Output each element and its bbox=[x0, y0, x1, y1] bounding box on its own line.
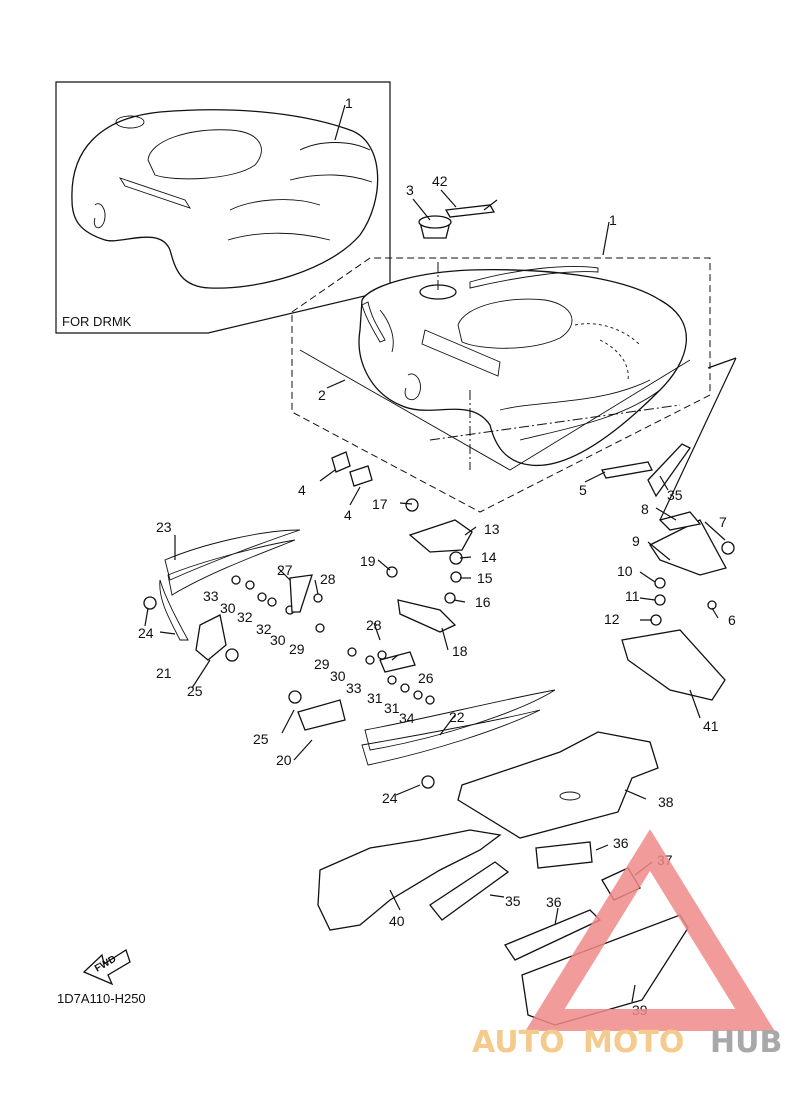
callout-label: 33 bbox=[203, 588, 219, 604]
callout-label: 26 bbox=[418, 670, 434, 686]
fuel-tank bbox=[291, 257, 711, 513]
inset-panel: FOR DRMK bbox=[55, 81, 391, 334]
callout-label: 3 bbox=[406, 182, 414, 198]
callout-label: 7 bbox=[719, 514, 727, 530]
callout-label: 31 bbox=[367, 690, 383, 706]
watermark-hub: HUB bbox=[710, 1025, 782, 1060]
callout-label: 25 bbox=[253, 731, 269, 747]
watermark-moto: MOTO bbox=[583, 1025, 684, 1060]
callout-label: 34 bbox=[399, 710, 415, 726]
callout-label: 24 bbox=[382, 790, 398, 806]
brackets bbox=[379, 511, 727, 701]
callout-label: 31 bbox=[384, 700, 400, 716]
callout-label: 4 bbox=[344, 507, 352, 523]
callout-label: 41 bbox=[703, 718, 719, 734]
decals bbox=[331, 443, 691, 498]
callout-label: 29 bbox=[289, 641, 305, 657]
callout-label: 15 bbox=[477, 570, 493, 586]
callout-label: 35 bbox=[505, 893, 521, 909]
callout-label: 28 bbox=[366, 617, 382, 633]
callout-label: 25 bbox=[187, 683, 203, 699]
callout-label: 36 bbox=[613, 835, 629, 851]
pads bbox=[317, 731, 689, 1026]
fasteners bbox=[143, 498, 735, 789]
callout-label: 42 bbox=[432, 173, 448, 189]
callout-label: 27 bbox=[277, 562, 293, 578]
callout-label: 35 bbox=[667, 487, 683, 503]
watermark-logo: AUTO MOTO HUB bbox=[472, 829, 782, 1060]
callout-label: 16 bbox=[475, 594, 491, 610]
callout-label: 30 bbox=[330, 668, 346, 684]
callout-label: 40 bbox=[389, 913, 405, 929]
callout-label: 19 bbox=[360, 553, 376, 569]
callout-label: 10 bbox=[617, 563, 633, 579]
callout-label: 36 bbox=[546, 894, 562, 910]
callout-label: 4 bbox=[298, 482, 306, 498]
callout-label: 2 bbox=[318, 387, 326, 403]
callout-label: 38 bbox=[658, 794, 674, 810]
callout-label: 12 bbox=[604, 611, 620, 627]
callout-label: 1 bbox=[345, 95, 353, 111]
callout-label: 20 bbox=[276, 752, 292, 768]
callout-label: 28 bbox=[320, 571, 336, 587]
callout-label: 24 bbox=[138, 625, 154, 641]
callout-label: 18 bbox=[452, 643, 468, 659]
callout-label: 13 bbox=[484, 521, 500, 537]
callout-label: 8 bbox=[641, 501, 649, 517]
fuel-cap-group bbox=[418, 204, 496, 239]
callout-label: 17 bbox=[372, 496, 388, 512]
callout-label: 29 bbox=[314, 656, 330, 672]
callout-label: 32 bbox=[256, 621, 272, 637]
callout-label: 11 bbox=[625, 588, 640, 604]
callout-label: 30 bbox=[270, 632, 286, 648]
callout-label: 22 bbox=[449, 709, 465, 725]
leader-lines bbox=[144, 104, 737, 1003]
part-code: 1D7A110-H250 bbox=[57, 991, 146, 1006]
callout-label: 21 bbox=[156, 665, 172, 681]
emblem-strips bbox=[159, 529, 556, 766]
callout-label: 6 bbox=[728, 612, 736, 628]
callout-label: 14 bbox=[481, 549, 497, 565]
callout-label: 9 bbox=[632, 533, 640, 549]
inset-label: FOR DRMK bbox=[62, 314, 132, 329]
callout-label: 32 bbox=[237, 609, 253, 625]
callout-label: 33 bbox=[346, 680, 362, 696]
callout-label: 5 bbox=[579, 482, 587, 498]
callout-label: 1 bbox=[609, 212, 617, 228]
callout-label: 23 bbox=[156, 519, 172, 535]
watermark-triangle-icon bbox=[525, 829, 775, 1031]
watermark-auto: AUTO bbox=[472, 1025, 565, 1060]
fwd-arrow: FWD bbox=[82, 949, 131, 986]
callout-label: 30 bbox=[220, 600, 236, 616]
